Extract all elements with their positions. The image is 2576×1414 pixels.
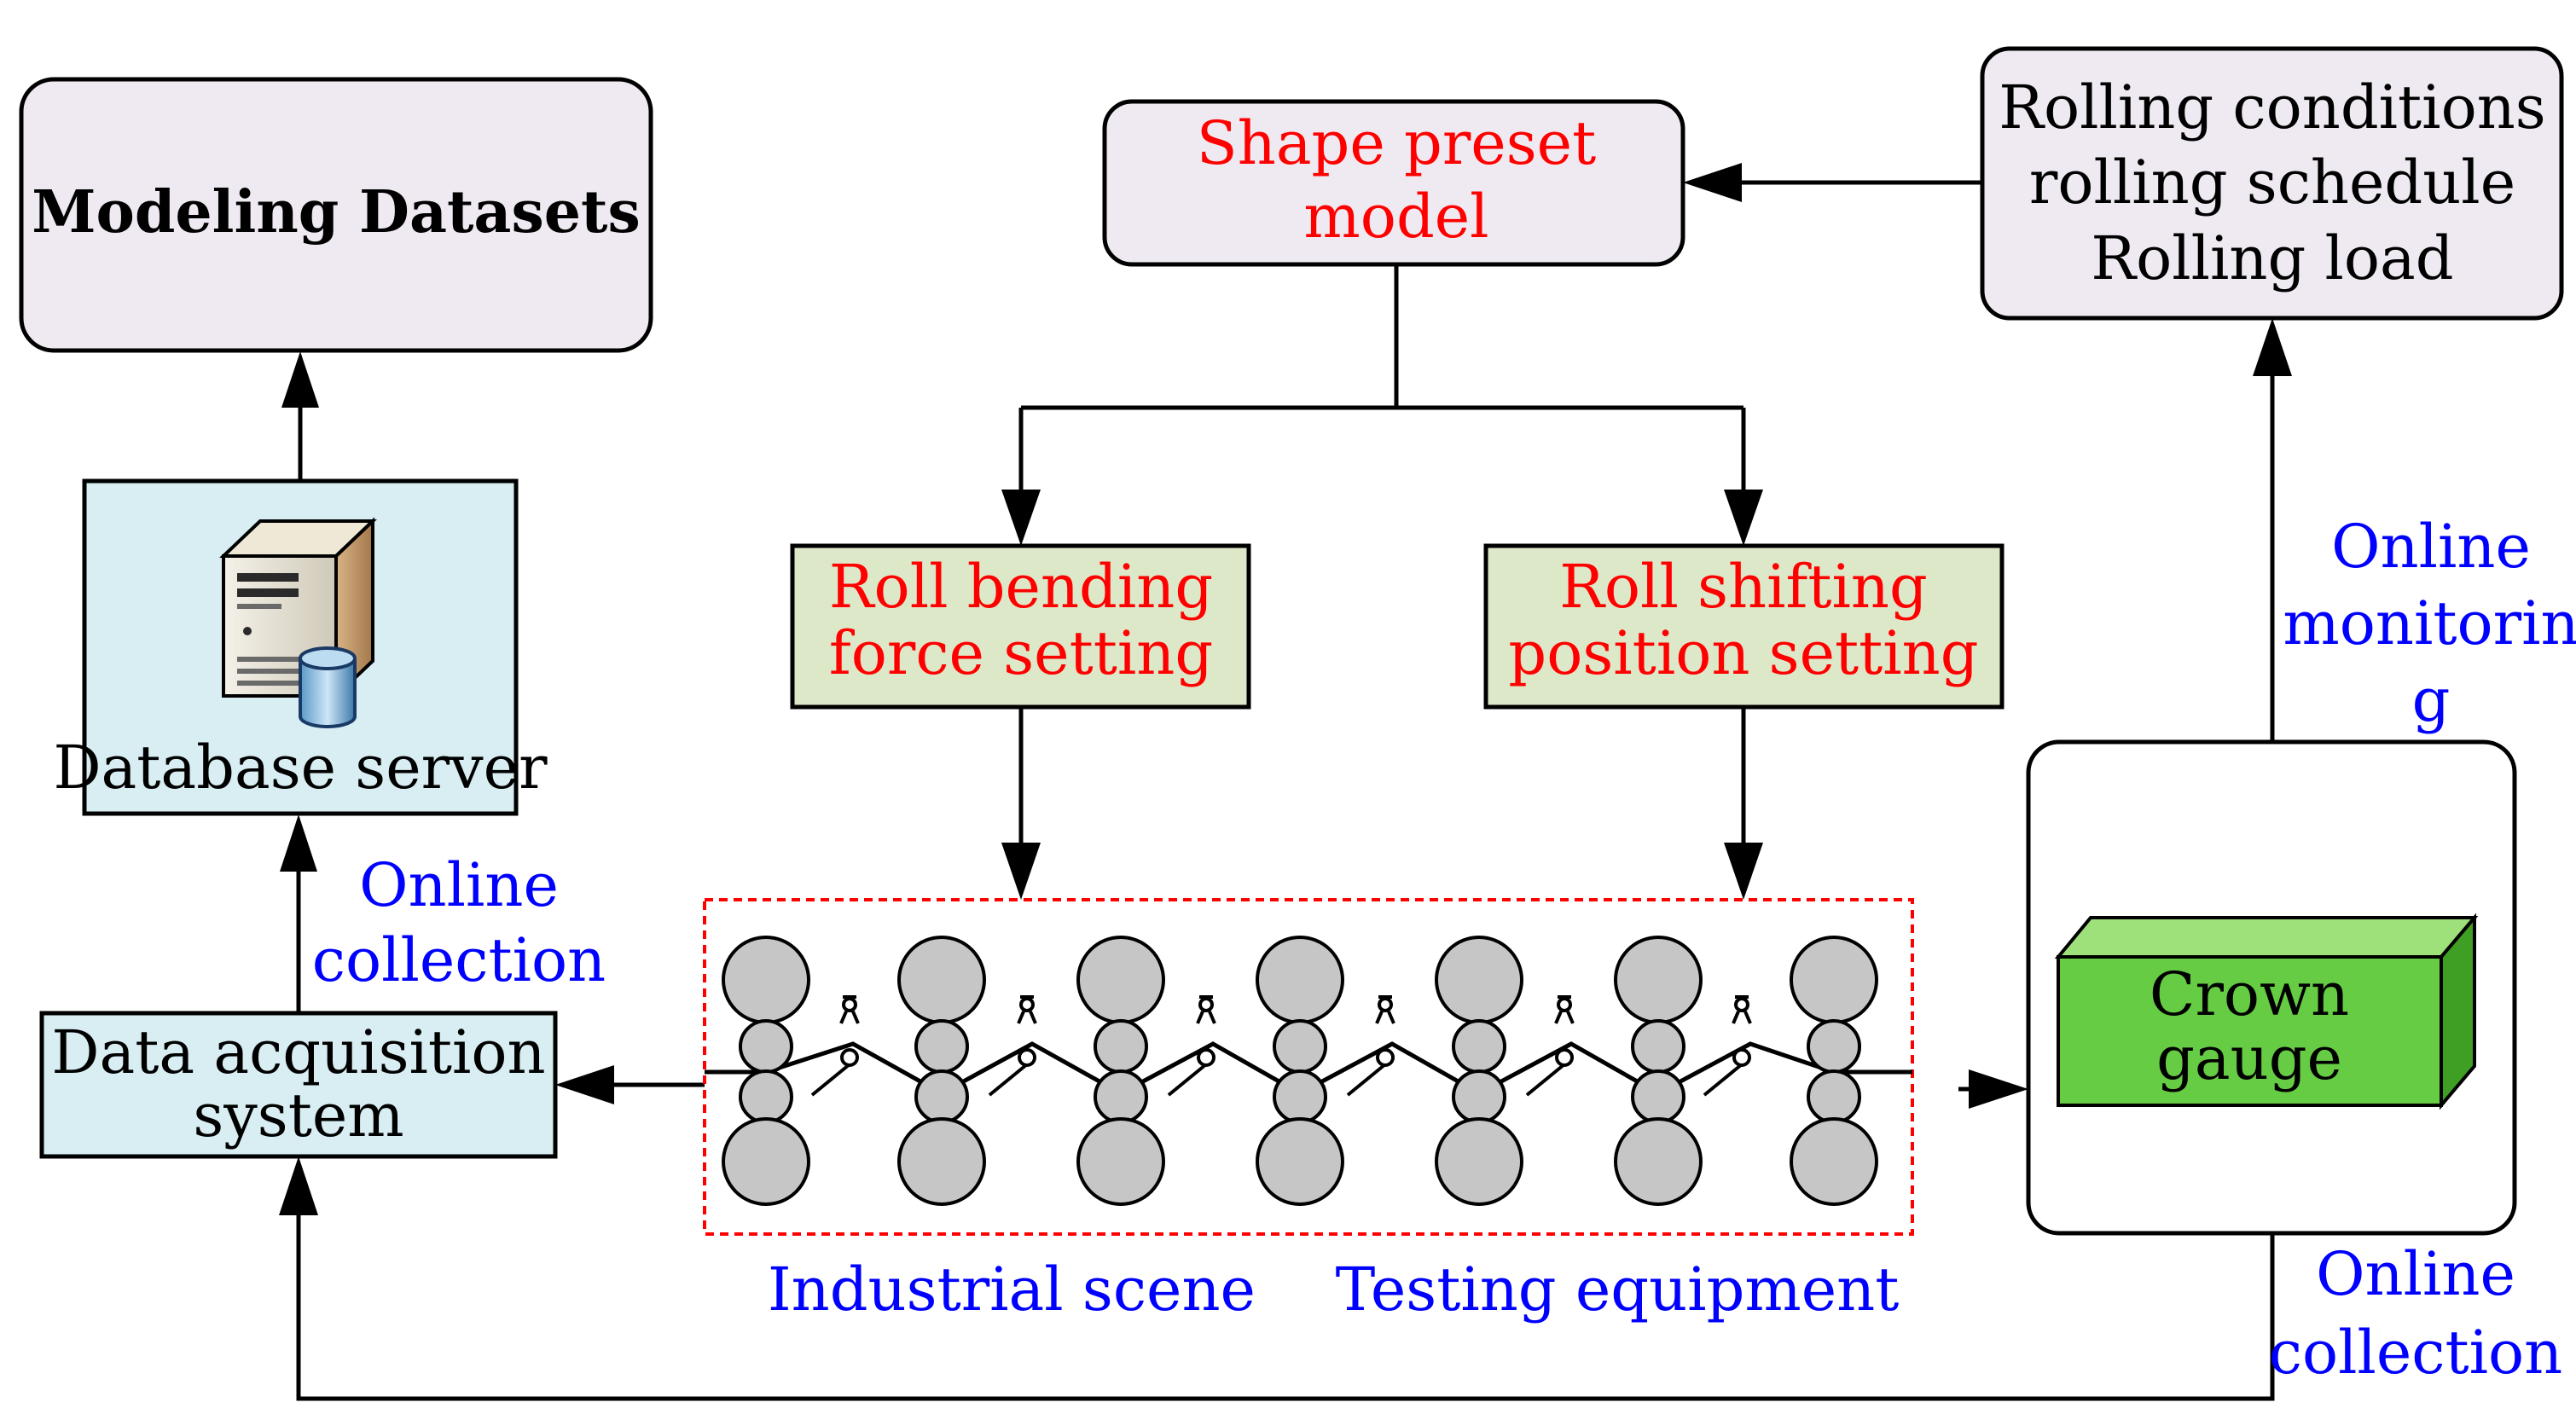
- backup-roll-top-3: [1076, 936, 1165, 1024]
- arrowhead-down-shifting-box: [1724, 490, 1763, 546]
- arrowhead-up-datasets: [281, 351, 319, 408]
- online-monitoring-line2: monitorin: [2283, 588, 2576, 658]
- rolling-conditions-line3: Rolling load: [2091, 223, 2453, 293]
- arrowhead-down-scene-right: [1724, 843, 1763, 900]
- work-roll-bottom-2: [914, 1069, 969, 1124]
- looper-1: [810, 995, 860, 1097]
- arrowhead-left-preset: [1683, 163, 1742, 202]
- work-roll-bottom-5: [1452, 1069, 1506, 1124]
- online-collection-left-line1: Online: [359, 850, 559, 920]
- arrowhead-left-acq: [555, 1065, 614, 1104]
- shape-preset-label-line2: model: [1303, 182, 1488, 252]
- roll-shifting-line1: Roll shifting: [1559, 552, 1928, 622]
- looper-2: [988, 995, 1037, 1097]
- work-roll-bottom-7: [1807, 1069, 1861, 1124]
- roll-bending-force-box: [790, 543, 1251, 710]
- backup-roll-bottom-6: [1614, 1117, 1703, 1206]
- looper-3: [1167, 995, 1216, 1097]
- arrowhead-down-scene-left: [1001, 843, 1041, 900]
- arrowheads: [279, 163, 2292, 1215]
- online-collection-left-line2: collection: [312, 925, 606, 995]
- backup-roll-bottom-1: [722, 1117, 810, 1206]
- rolling-conditions-line1: Rolling conditions: [1999, 72, 2545, 142]
- shape-preset-model-box: [1102, 99, 1685, 267]
- data-acquisition-line2: system: [193, 1081, 403, 1150]
- roll-bending-line1: Roll bending: [829, 552, 1213, 622]
- roll-shifting-position-box: [1483, 543, 2005, 710]
- modeling-datasets-label: Modeling Datasets: [32, 178, 641, 246]
- connectors: [296, 180, 2275, 1401]
- online-collection-right-line1: Online: [2316, 1239, 2515, 1309]
- industrial-scene-label: Industrial scene: [768, 1255, 1256, 1324]
- work-roll-bottom-1: [739, 1069, 793, 1124]
- online-monitoring-line3: g: [2412, 665, 2451, 735]
- backup-roll-top-2: [897, 936, 986, 1024]
- database-server-icon: [219, 517, 377, 728]
- backup-roll-bottom-5: [1435, 1117, 1523, 1206]
- work-roll-top-1: [739, 1019, 793, 1074]
- looper-4: [1346, 995, 1395, 1097]
- backup-roll-top-4: [1256, 936, 1344, 1024]
- backup-roll-top-5: [1435, 936, 1523, 1024]
- roll-shifting-line2: position setting: [1508, 618, 1978, 688]
- industrial-scene-frame: [703, 898, 1914, 1236]
- crown-gauge-line1: Crown: [2150, 959, 2349, 1029]
- arrowhead-up-db: [280, 814, 317, 872]
- data-acquisition-line1: Data acquisition: [51, 1017, 545, 1087]
- work-roll-bottom-6: [1631, 1069, 1685, 1124]
- work-roll-bottom-4: [1273, 1069, 1327, 1124]
- bottom-feedback-loop: [296, 1214, 2275, 1401]
- arrowhead-up-acq-bottom: [279, 1156, 318, 1215]
- rolling-conditions-line2: rolling schedule: [2029, 148, 2515, 217]
- work-roll-top-6: [1631, 1019, 1685, 1074]
- database-server-label: Database server: [53, 733, 548, 803]
- testing-equipment-label: Testing equipment: [1336, 1255, 1900, 1324]
- crown-gauge-line2: gauge: [2156, 1023, 2342, 1093]
- work-roll-top-4: [1273, 1019, 1327, 1074]
- backup-roll-top-6: [1614, 936, 1703, 1024]
- looper-6: [1703, 995, 1752, 1097]
- backup-roll-bottom-3: [1076, 1117, 1165, 1206]
- shape-preset-label-line1: Shape preset: [1197, 108, 1596, 178]
- work-roll-top-2: [914, 1019, 969, 1074]
- online-collection-right-line2: collection: [2269, 1318, 2563, 1388]
- online-monitoring-line1: Online: [2331, 512, 2531, 582]
- backup-roll-bottom-4: [1256, 1117, 1344, 1206]
- roll-bending-line2: force setting: [829, 618, 1213, 688]
- backup-roll-top-7: [1790, 936, 1878, 1024]
- looper-5: [1525, 995, 1575, 1097]
- work-roll-top-3: [1094, 1019, 1148, 1074]
- work-roll-top-7: [1807, 1019, 1861, 1074]
- arrowhead-down-bending-box: [1001, 490, 1041, 546]
- arrowhead-up-conditions: [2253, 318, 2292, 376]
- data-acquisition-box: [39, 1011, 558, 1159]
- modeling-datasets-box: [19, 77, 653, 353]
- crown-gauge-box-icon: [2054, 913, 2479, 1110]
- arrowhead-right-gauge: [1969, 1069, 2028, 1109]
- rolling-stands: [722, 936, 1878, 1206]
- backup-roll-bottom-2: [897, 1117, 986, 1206]
- work-roll-bottom-3: [1094, 1069, 1148, 1124]
- backup-roll-top-1: [722, 936, 810, 1024]
- backup-roll-bottom-7: [1790, 1117, 1878, 1206]
- work-roll-top-5: [1452, 1019, 1506, 1074]
